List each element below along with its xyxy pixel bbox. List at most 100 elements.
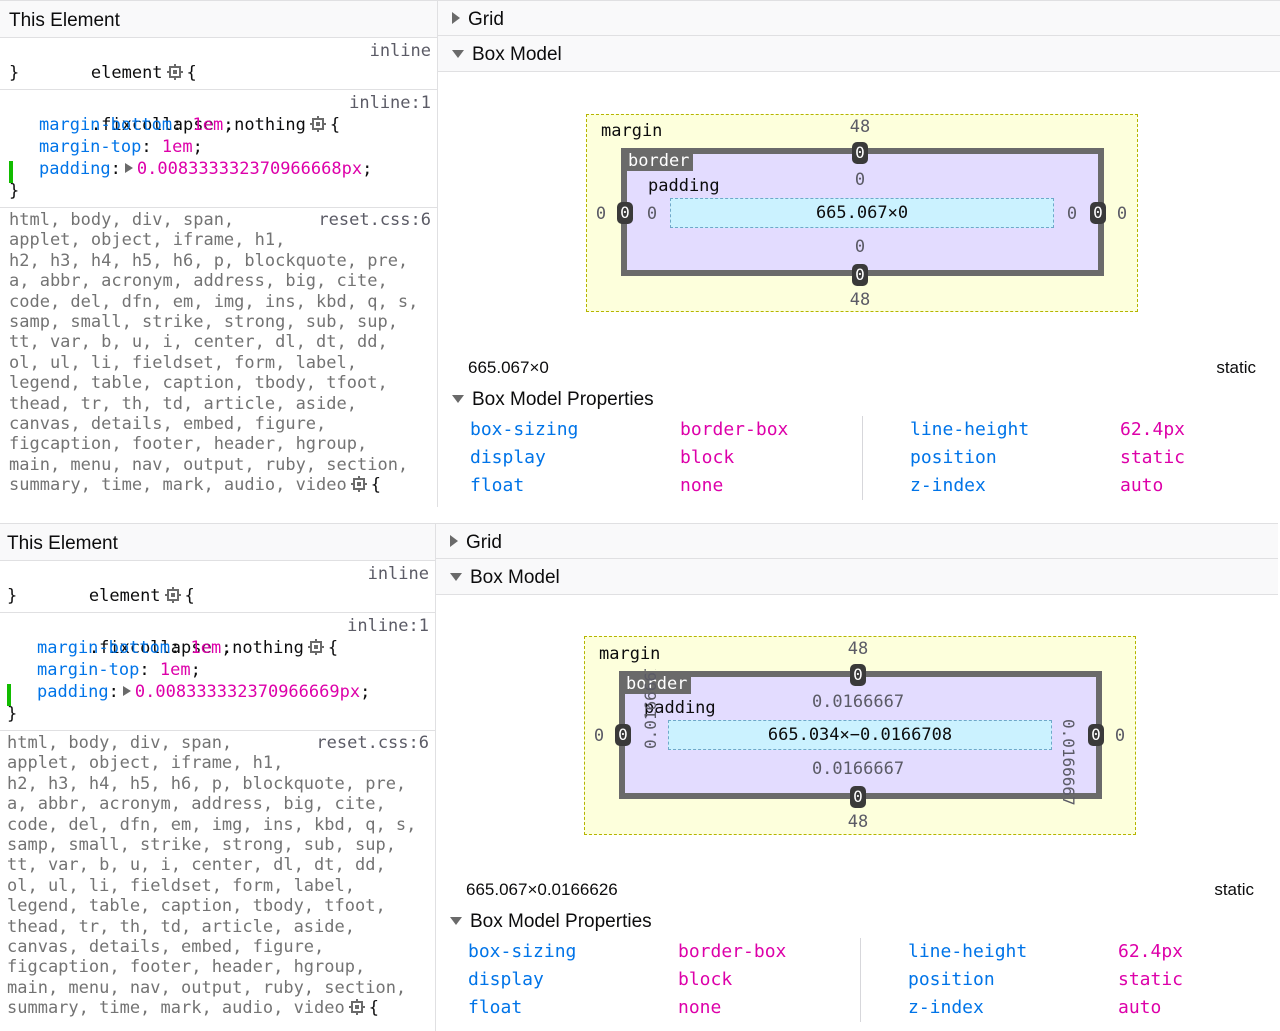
border-top-value[interactable]: 0	[850, 664, 866, 686]
margin-left-value[interactable]: 0	[595, 204, 607, 224]
declaration-margin-top[interactable]: margin-top: 1em;	[39, 137, 203, 157]
property-value[interactable]: 1em	[161, 137, 193, 157]
box-model-properties-header[interactable]: Box Model Properties	[450, 911, 652, 933]
padding-right-value[interactable]: 0.0166667	[1059, 719, 1078, 806]
property-value[interactable]: 1em	[190, 638, 222, 658]
node-highlighter-icon[interactable]	[307, 639, 324, 655]
margin-bottom-value[interactable]: 48	[849, 290, 871, 310]
border-top-value[interactable]: 0	[852, 142, 868, 164]
node-highlighter-icon[interactable]	[166, 64, 183, 80]
border-left-value[interactable]: 0	[617, 202, 633, 224]
selector-text: thead, tr, th, td, article, aside,	[7, 916, 355, 937]
property-value: auto	[1120, 475, 1164, 496]
padding-left-value[interactable]: 0.0166667	[641, 669, 660, 749]
property-value[interactable]: 1em	[192, 115, 224, 135]
node-highlighter-icon[interactable]	[350, 476, 367, 493]
margin-top-value[interactable]: 48	[849, 117, 871, 137]
property-value[interactable]: 1em	[159, 660, 191, 680]
property-name: display	[470, 447, 546, 468]
padding-right-value[interactable]: 0	[1066, 204, 1078, 224]
property-name: position	[910, 447, 997, 468]
margin-top-value[interactable]: 48	[847, 639, 869, 659]
property-value: border-box	[680, 419, 789, 440]
property-value: border-box	[678, 941, 787, 962]
selector-text: samp, small, strike, strong, sub, sup,	[9, 312, 398, 333]
grid-label: Grid	[466, 532, 502, 553]
property-name[interactable]: margin-top	[39, 137, 142, 157]
padding-left-value[interactable]: 0	[646, 204, 658, 224]
margin-bottom-value[interactable]: 48	[847, 812, 869, 832]
border-bottom-value[interactable]: 0	[850, 786, 866, 808]
border-left-value[interactable]: 0	[615, 724, 631, 746]
property-name[interactable]: padding	[39, 159, 111, 179]
property-name: float	[470, 475, 525, 496]
element-rule[interactable]: element{ } inline	[0, 561, 435, 613]
border-right-value[interactable]: 0	[1090, 202, 1106, 224]
property-name[interactable]: margin-top	[37, 660, 140, 680]
grid-accordion-header[interactable]: Grid	[438, 0, 1280, 36]
border-bottom-value[interactable]: 0	[852, 264, 868, 286]
box-model-content[interactable]: 665.034×−0.0166708	[668, 720, 1052, 750]
margin-right-value[interactable]: 0	[1116, 204, 1128, 224]
box-model-label: Box Model	[470, 567, 560, 588]
selector-text: figcaption, footer, header, hgroup,	[7, 957, 366, 978]
margin-right-value[interactable]: 0	[1114, 726, 1126, 746]
box-model-content[interactable]: 665.067×0	[670, 198, 1054, 228]
rule-source-link[interactable]: inline	[369, 41, 431, 61]
expand-shorthand-icon[interactable]	[122, 686, 131, 696]
property-name[interactable]: margin-bottom	[39, 115, 173, 135]
selector-text: canvas, details, embed, figure,	[7, 937, 325, 958]
box-model-properties-table: box-sizing border-box display block floa…	[470, 416, 1260, 506]
property-value[interactable]: 0.008333332370966668px	[136, 159, 363, 179]
margin-label: margin	[601, 121, 663, 141]
element-position: static	[1214, 880, 1254, 899]
padding-top-value[interactable]: 0	[854, 170, 866, 190]
box-model-accordion-header[interactable]: Box Model	[438, 36, 1280, 72]
padding-bottom-value[interactable]: 0.0166667	[811, 759, 905, 779]
collapsed-arrow-icon	[450, 535, 458, 547]
node-highlighter-icon[interactable]	[348, 999, 365, 1016]
box-model-accordion-header[interactable]: Box Model	[436, 559, 1278, 595]
fixcollapse-rule[interactable]: .fixcollapse .nothing{ margin-bottom: 1e…	[0, 613, 435, 731]
property-name[interactable]: padding	[37, 682, 109, 702]
selector-text: main, menu, nav, output, ruby, section,	[7, 977, 407, 998]
declaration-margin-bottom[interactable]: margin-bottom: 1em;	[37, 638, 232, 658]
rule-source-link[interactable]: inline:1	[349, 93, 431, 113]
expanded-arrow-icon	[450, 917, 462, 925]
box-model-label: Box Model	[472, 44, 562, 65]
selector-text: applet, object, iframe, h1,	[7, 753, 284, 774]
rule-source-link[interactable]: inline:1	[347, 616, 429, 636]
selector-text: ol, ul, li, fieldset, form, label,	[7, 875, 355, 896]
rule-source-link[interactable]: inline	[367, 564, 429, 584]
node-highlighter-icon[interactable]	[164, 587, 181, 603]
property-value: block	[678, 969, 733, 990]
box-model-properties-header[interactable]: Box Model Properties	[452, 389, 654, 411]
border-right-value[interactable]: 0	[1088, 724, 1104, 746]
box-model-properties-table: box-sizing border-box display block floa…	[468, 938, 1258, 1028]
declaration-padding[interactable]: padding:0.008333332370966668px;	[39, 159, 373, 179]
node-highlighter-icon[interactable]	[309, 116, 326, 132]
padding-top-value[interactable]: 0.0166667	[811, 692, 905, 712]
element-rule[interactable]: element{ } inline	[0, 38, 437, 90]
property-name[interactable]: margin-bottom	[37, 638, 171, 658]
property-value[interactable]: 0.008333332370966669px	[134, 682, 361, 702]
declaration-margin-top[interactable]: margin-top: 1em;	[37, 660, 201, 680]
reset-rule[interactable]: html, body, div, span, applet, object, i…	[0, 731, 435, 1019]
brace-open: {	[186, 63, 197, 83]
grid-accordion-header[interactable]: Grid	[436, 523, 1278, 559]
declaration-margin-bottom[interactable]: margin-bottom: 1em;	[39, 115, 234, 135]
fixcollapse-rule[interactable]: .fixcollapse .nothing{ margin-bottom: 1e…	[0, 90, 437, 208]
rule-source-link[interactable]: reset.css:6	[318, 210, 431, 230]
column-divider	[860, 938, 861, 1022]
brace-open: {	[184, 586, 195, 606]
collapsed-arrow-icon	[452, 12, 460, 24]
expand-shorthand-icon[interactable]	[124, 163, 133, 173]
rule-source-link[interactable]: reset.css:6	[316, 733, 429, 753]
padding-bottom-value[interactable]: 0	[854, 237, 866, 257]
margin-left-value[interactable]: 0	[593, 726, 605, 746]
selector-text: html, body, div, span,	[9, 210, 235, 230]
selector-text: applet, object, iframe, h1,	[9, 230, 286, 251]
reset-rule[interactable]: html, body, div, span, applet, object, i…	[0, 208, 437, 496]
property-name: box-sizing	[470, 419, 579, 440]
declaration-padding[interactable]: padding:0.008333332370966669px;	[37, 682, 371, 702]
